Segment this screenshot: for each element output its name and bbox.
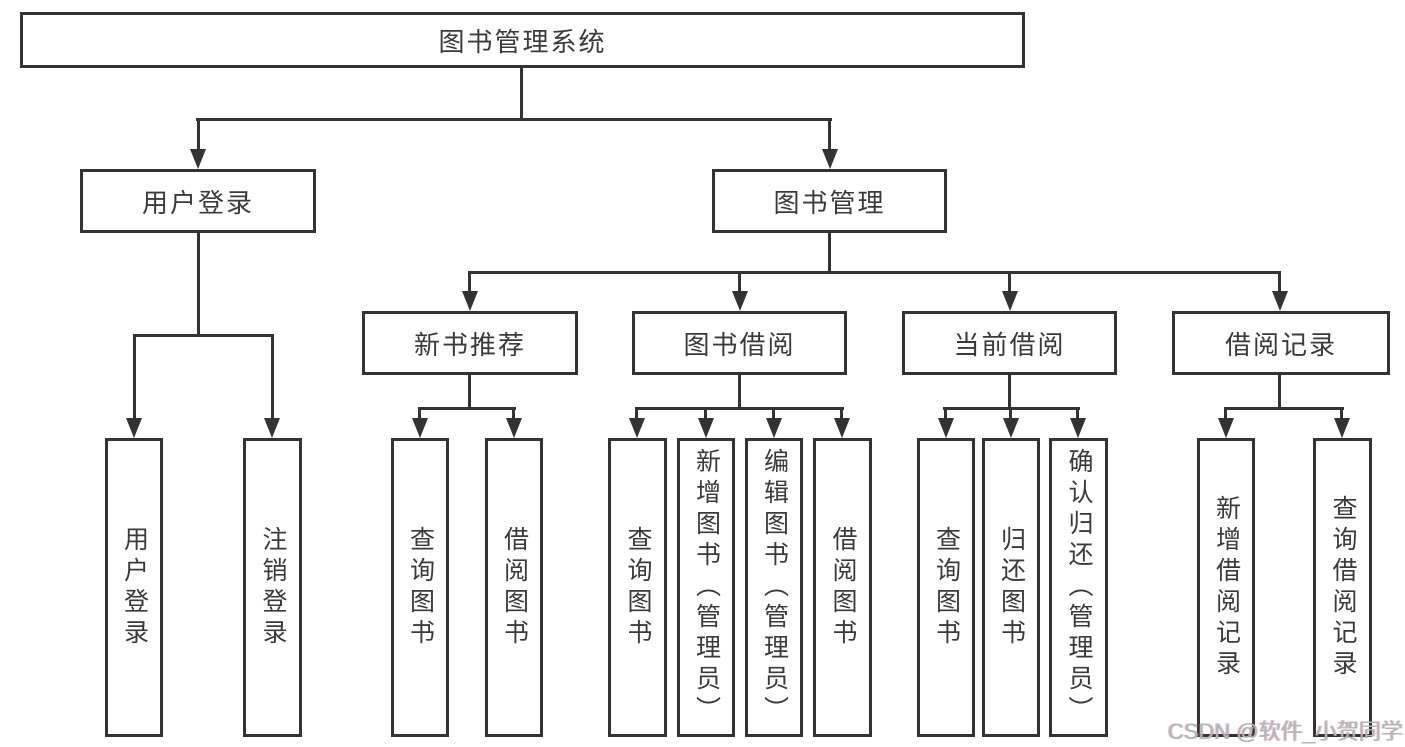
leaf-add-book-admin: 新增图书（管理员） (677, 438, 735, 737)
connector-drop-leaf (133, 334, 136, 421)
connector-drop-leaf (1009, 407, 1012, 421)
connector-drop-leaf (772, 407, 775, 421)
leaf-add-borrow-record: 新增借阅记录 (1197, 438, 1255, 737)
connector-level2-bar (196, 118, 832, 121)
node-new-book-recommend: 新书推荐 (362, 311, 578, 375)
leaf-borrow-books: 借阅图书 (813, 438, 872, 737)
arrow-down-icon (629, 418, 645, 438)
connector-drop-leaf (704, 407, 707, 421)
connector-stem (1278, 375, 1281, 410)
connector-drop-book-management (828, 118, 831, 152)
arrow-down-icon (1218, 418, 1234, 438)
arrow-down-icon (126, 418, 142, 438)
arrow-down-icon (1003, 418, 1019, 438)
connector-stem (468, 375, 471, 410)
node-current-borrow: 当前借阅 (902, 311, 1117, 375)
arrow-down-icon (264, 418, 280, 438)
connector-drop-level3 (1008, 271, 1011, 295)
node-borrow-records: 借阅记录 (1172, 311, 1390, 375)
arrow-down-icon (462, 291, 478, 311)
connector-drop-level3 (1278, 271, 1281, 295)
leaf-edit-book-admin: 编辑图书（管理员） (745, 438, 803, 737)
connector-new-book-bar (418, 407, 516, 410)
leaf-query-books-current: 查询图书 (917, 438, 975, 737)
arrow-down-icon (766, 418, 782, 438)
connector-drop-leaf (840, 407, 843, 421)
node-book-management: 图书管理 (712, 169, 947, 233)
leaf-return-book: 归还图书 (982, 438, 1040, 737)
connector-drop-level3 (468, 271, 471, 295)
connector-drop-leaf (418, 407, 421, 421)
leaf-query-books-borrow: 查询图书 (608, 438, 667, 737)
connector-drop-leaf (1340, 407, 1343, 421)
connector-root-stem (520, 68, 523, 120)
arrow-down-icon (732, 291, 748, 311)
connector-book-borrow-bar (636, 407, 844, 410)
connector-drop-leaf (1224, 407, 1227, 421)
arrow-down-icon (506, 418, 522, 438)
connector-drop-leaf (271, 334, 274, 421)
leaf-query-borrow-record: 查询借阅记录 (1313, 438, 1372, 737)
connector-drop-leaf (944, 407, 947, 421)
connector-user-login-stem (197, 233, 200, 336)
arrow-down-icon (698, 418, 714, 438)
arrow-down-icon (1272, 291, 1288, 311)
connector-user-login-bar (133, 334, 274, 337)
leaf-borrow-books-recommend: 借阅图书 (485, 438, 543, 737)
connector-stem (738, 375, 741, 410)
leaf-logout: 注销登录 (243, 438, 302, 737)
connector-drop-leaf (635, 407, 638, 421)
node-book-borrow: 图书借阅 (632, 311, 847, 375)
arrow-down-icon (938, 418, 954, 438)
connector-stem (1008, 375, 1011, 410)
leaf-confirm-return-admin: 确认归还（管理员） (1049, 438, 1108, 737)
connector-drop-user-login (197, 118, 200, 152)
leaf-query-books-recommend: 查询图书 (391, 438, 449, 737)
connector-book-management-stem (828, 233, 831, 273)
watermark-text: CSDN @软件_小贺同学 (1167, 719, 1403, 744)
node-user-login: 用户登录 (80, 169, 316, 233)
arrow-down-icon (412, 418, 428, 438)
arrow-down-icon (822, 149, 838, 169)
connector-drop-leaf (512, 407, 515, 421)
node-root: 图书管理系统 (20, 12, 1025, 68)
arrow-down-icon (834, 418, 850, 438)
arrow-down-icon (1334, 418, 1350, 438)
connector-borrow-record-bar (1224, 407, 1344, 410)
connector-drop-level3 (738, 271, 741, 295)
arrow-down-icon (190, 149, 206, 169)
connector-level3-bar (468, 271, 1281, 274)
connector-drop-leaf (1076, 407, 1079, 421)
leaf-user-login: 用户登录 (105, 438, 163, 737)
arrow-down-icon (1070, 418, 1086, 438)
arrow-down-icon (1002, 291, 1018, 311)
